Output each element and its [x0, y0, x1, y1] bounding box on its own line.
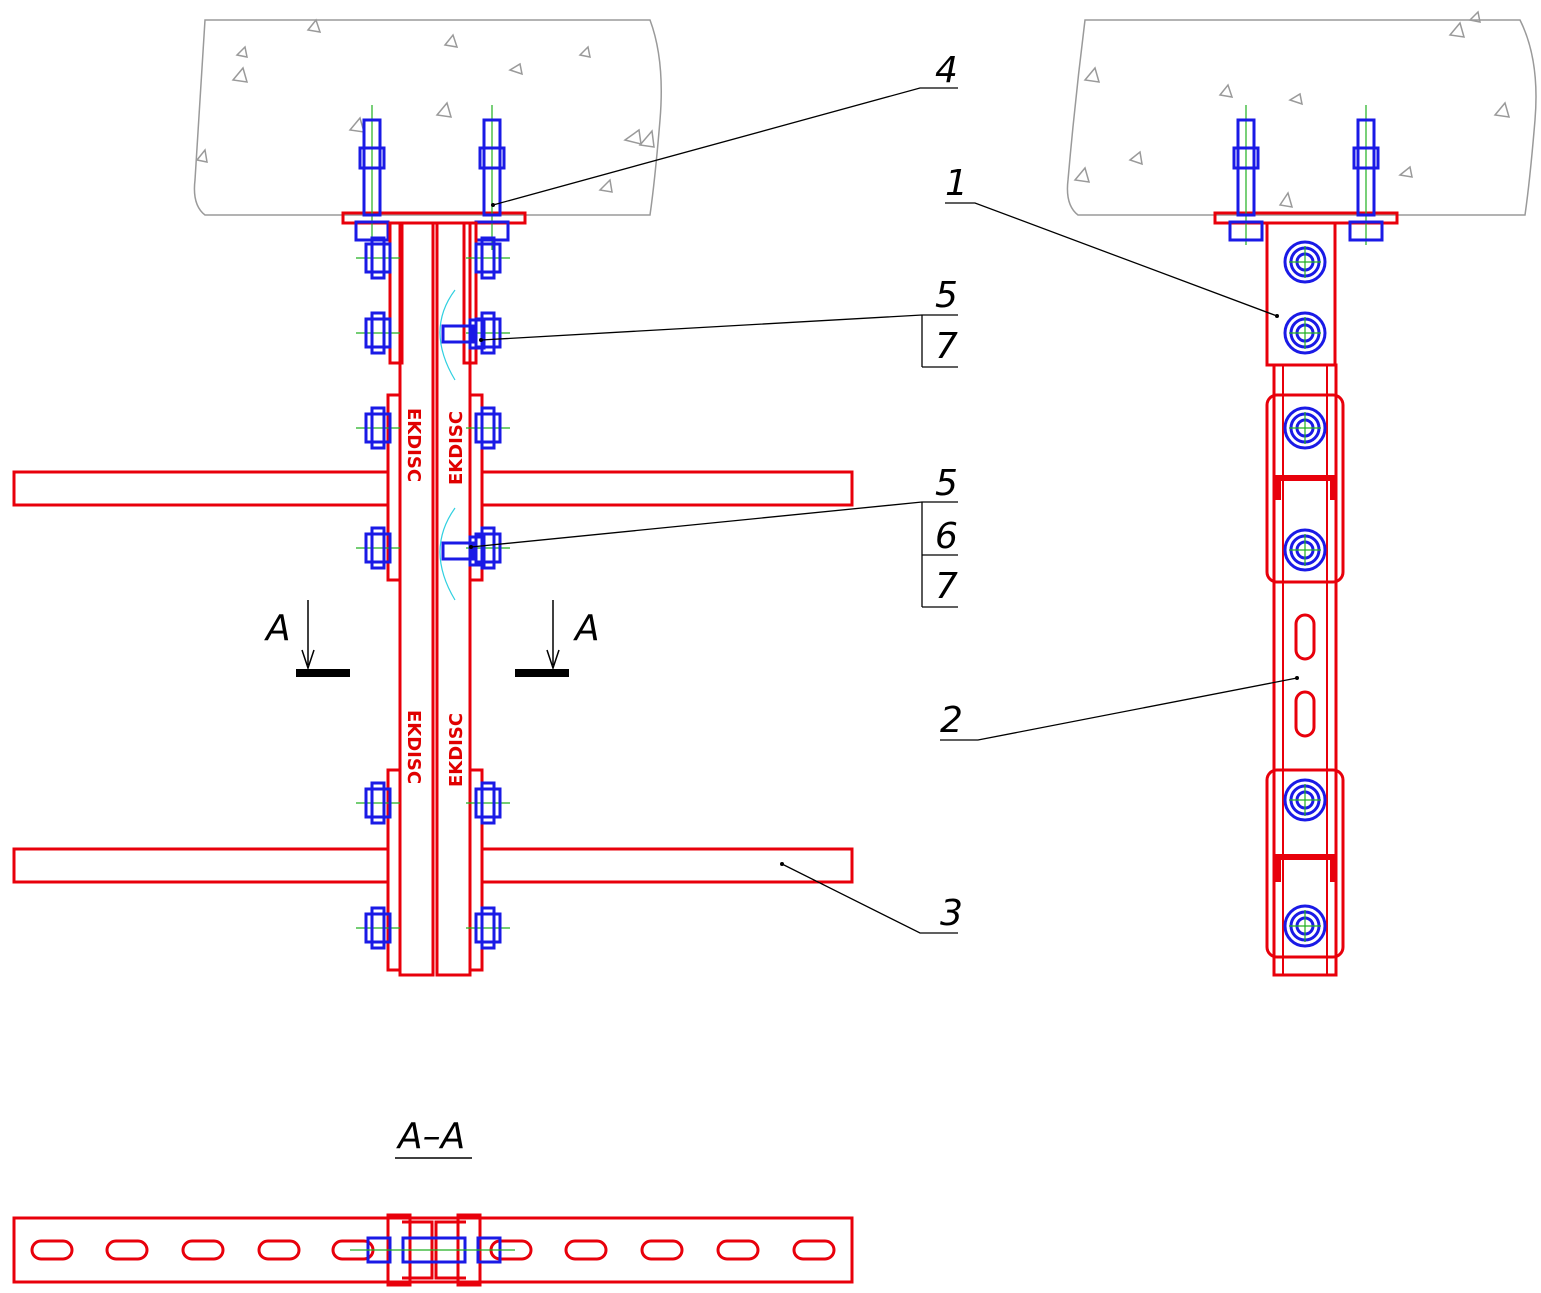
side-bolt-right-5	[466, 781, 510, 825]
connector-plate-lower	[1265, 768, 1345, 959]
brand-mark-3: EKDISC	[403, 710, 424, 784]
side-bolt-left-5	[356, 781, 400, 825]
side-bolt-left-4	[356, 526, 400, 570]
anchor-bolt-left-2	[474, 105, 510, 250]
c-profile-upper	[1275, 475, 1336, 500]
section-slot-8	[640, 1239, 684, 1261]
brand-mark-2: EKDISC	[446, 411, 467, 485]
bolt-head-5	[1283, 778, 1327, 822]
section-view: A–A	[12, 1116, 854, 1287]
screw-lower	[441, 535, 486, 567]
screw-upper	[441, 318, 486, 350]
section-slot-10	[792, 1239, 836, 1261]
section-slots	[30, 1239, 836, 1261]
section-marker-left: A	[264, 600, 350, 677]
c-profile-lower	[1275, 854, 1336, 882]
side-bolt-left-1	[356, 236, 400, 280]
side-bolt-right-4	[466, 526, 510, 570]
cutaway-detail-lower	[439, 507, 456, 601]
section-slot-9	[716, 1239, 760, 1261]
front-view: EKDISC EKDISC EKDISC EKDISC A A	[12, 18, 854, 977]
cutaway-detail-upper	[439, 289, 456, 381]
side-bolt-left-6	[356, 906, 400, 950]
callout-7b: 7	[935, 566, 958, 607]
cross-channel-upper-left	[12, 470, 390, 507]
svg-text:A: A	[573, 608, 600, 649]
anchor-bolt-left-1	[354, 105, 390, 250]
side-bolt-left-3	[356, 406, 400, 450]
concrete-hatch-right	[1073, 10, 1511, 208]
callout-5b: 5	[935, 463, 958, 504]
bolt-head-3	[1283, 406, 1327, 450]
side-bolt-right-6	[466, 906, 510, 950]
connector-plate-upper	[1265, 393, 1345, 584]
vertical-channel	[1272, 363, 1338, 977]
channel-right	[435, 221, 472, 977]
section-slot-3	[181, 1239, 225, 1261]
side-bolt-right-1	[466, 236, 510, 280]
side-bolt-right-3	[466, 406, 510, 450]
callout-6b: 6	[935, 516, 958, 557]
section-slot-1	[30, 1239, 74, 1261]
side-view	[1066, 10, 1537, 977]
slot-1	[1294, 613, 1316, 661]
section-marker-right: A	[515, 600, 600, 677]
anchor-bolt-right-1	[1228, 105, 1264, 245]
channel-left	[398, 221, 435, 977]
side-bolt-right-2	[466, 311, 510, 355]
front-bolts	[1283, 240, 1327, 948]
callout-4: 4	[935, 50, 958, 91]
callout-2: 2	[940, 700, 963, 741]
side-bolts	[356, 236, 510, 950]
bolt-head-1	[1283, 240, 1327, 284]
bracket-top-left	[388, 221, 404, 365]
callout-3: 3	[940, 893, 963, 934]
anchor-bolt-right-2	[1348, 105, 1384, 245]
brand-mark-4: EKDISC	[446, 713, 467, 787]
section-slot-7	[564, 1239, 608, 1261]
bolt-head-4	[1283, 528, 1327, 572]
callout-5a: 5	[935, 275, 958, 316]
cross-channel-lower-right	[480, 847, 854, 884]
section-slot-4	[257, 1239, 301, 1261]
cross-channel-upper-right	[480, 470, 854, 507]
callout-1: 1	[945, 163, 968, 204]
brand-mark-1: EKDISC	[403, 408, 424, 482]
concrete-hatch-left	[195, 18, 655, 193]
bolt-head-2	[1283, 311, 1327, 355]
cross-channel-lower-left	[12, 847, 390, 884]
callouts: 4 1 5 7 5 6 7 2 3	[469, 50, 1299, 934]
slot-2	[1294, 690, 1316, 738]
section-slot-2	[105, 1239, 149, 1261]
concrete-slab-left	[193, 19, 662, 216]
concrete-slab-right	[1066, 19, 1537, 216]
bolt-head-6	[1283, 904, 1327, 948]
side-bolt-left-2	[356, 311, 400, 355]
section-title: A–A	[396, 1116, 465, 1157]
bracket-plate	[1265, 221, 1337, 367]
svg-text:A: A	[264, 608, 291, 649]
callout-7a: 7	[935, 326, 958, 367]
section-channel	[12, 1216, 854, 1284]
